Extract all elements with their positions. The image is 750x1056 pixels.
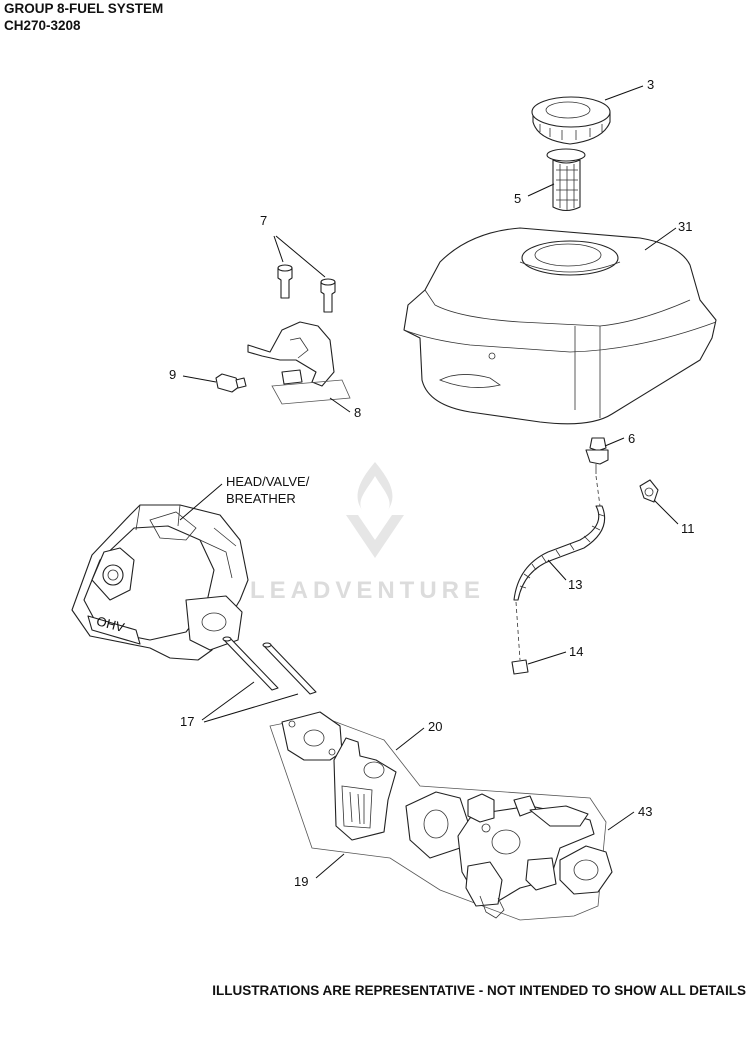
callout-5: 5 <box>514 191 521 206</box>
leader-line <box>604 437 625 447</box>
disclaimer-footer: ILLUSTRATIONS ARE REPRESENTATIVE - NOT I… <box>212 983 746 998</box>
carburetor-gasket <box>405 791 469 859</box>
callout-31: 31 <box>678 219 692 234</box>
head-valve-breather: OHV <box>71 504 249 661</box>
callout-9: 9 <box>169 367 176 382</box>
leader-line <box>179 483 223 521</box>
leader-line <box>329 397 351 413</box>
bracket-screws <box>277 264 336 313</box>
leader-line <box>547 559 567 581</box>
callout-19: 19 <box>294 874 308 889</box>
heat-shield <box>333 737 397 841</box>
fuel-line <box>513 475 606 661</box>
watermark-logo: LEADVENTURE <box>250 462 485 604</box>
page-title: GROUP 8-FUEL SYSTEM <box>4 1 164 16</box>
fuel-tank <box>403 227 717 425</box>
leader-line <box>604 85 644 101</box>
leader-line <box>182 375 217 383</box>
callout-20: 20 <box>428 719 442 734</box>
intake-gasket <box>281 711 343 761</box>
callout-17: 17 <box>180 714 194 729</box>
tank-bracket <box>247 321 351 405</box>
callout-43: 43 <box>638 804 652 819</box>
air-cleaner-gasket <box>559 845 613 895</box>
hose-clip <box>639 479 659 503</box>
fuel-fitting <box>585 437 609 474</box>
carburetor-studs <box>222 636 317 695</box>
callout-14: 14 <box>569 644 583 659</box>
carburetor-group-outline <box>269 715 607 921</box>
watermark-text: LEADVENTURE <box>250 577 485 604</box>
fuel-filter-screen <box>546 148 586 212</box>
engine-badge: OHV <box>95 613 126 635</box>
carburetor <box>457 793 595 919</box>
leader-line <box>527 183 555 197</box>
callout-8: 8 <box>354 405 361 420</box>
flange-bolt <box>215 373 247 393</box>
fuel-line-clamp <box>511 659 529 675</box>
leader-line <box>607 811 635 831</box>
fuel-cap <box>531 96 611 145</box>
leader-line <box>527 651 567 665</box>
head-callout-line2: BREATHER <box>226 491 296 506</box>
leader-line <box>644 227 677 251</box>
callout-13: 13 <box>568 577 582 592</box>
callout-3: 3 <box>647 77 654 92</box>
leader-line <box>275 235 326 278</box>
leader-line <box>201 681 255 721</box>
model-number: CH270-3208 <box>4 18 81 33</box>
leader-line <box>203 693 299 723</box>
leader-line <box>653 499 679 525</box>
callout-7: 7 <box>260 213 267 228</box>
callout-11: 11 <box>681 521 695 536</box>
leader-line <box>395 727 425 751</box>
leader-line <box>315 853 345 879</box>
leader-line <box>273 235 284 263</box>
head-callout-line1: HEAD/VALVE/ <box>226 474 310 489</box>
callout-6: 6 <box>628 431 635 446</box>
